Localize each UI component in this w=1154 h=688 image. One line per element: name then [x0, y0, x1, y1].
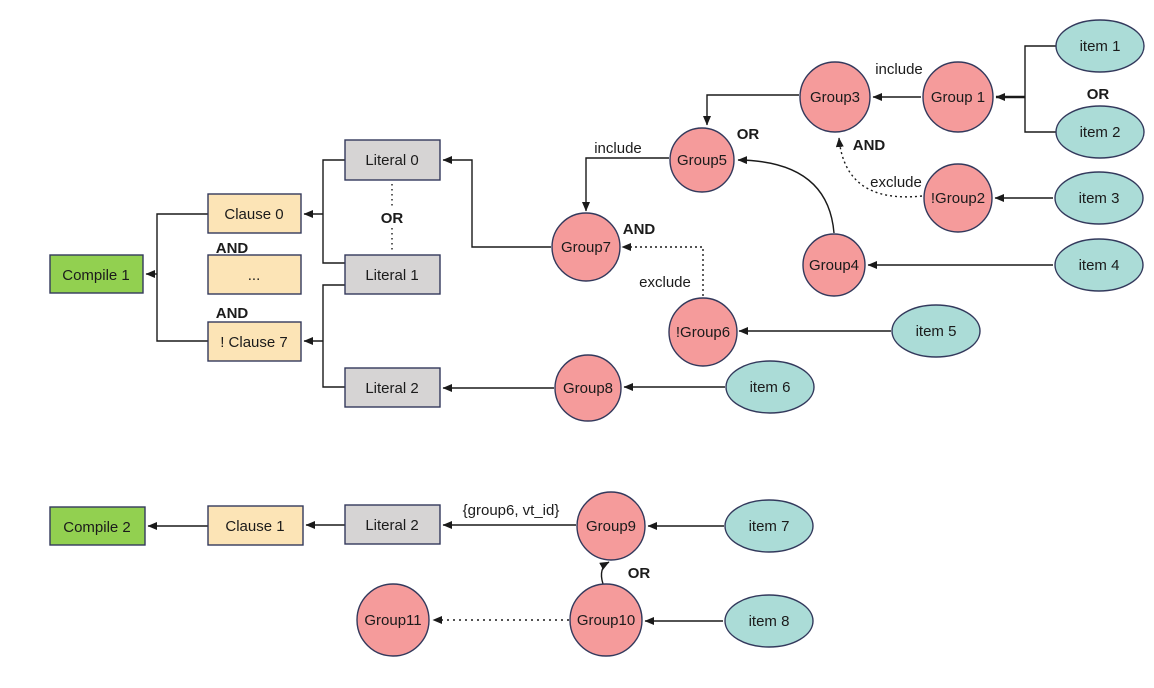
node-item8-label: item 8 — [749, 613, 790, 630]
exclude-group2-label: exclude — [870, 174, 922, 191]
node-item5: item 5 — [891, 304, 981, 358]
edge-literal12-bracket — [322, 284, 345, 388]
node-group5-label: Group5 — [677, 152, 727, 169]
node-clause0: Clause 0 — [207, 193, 302, 234]
and-clause-top-label: AND — [216, 240, 249, 257]
edge-group7-to-literal0 — [442, 156, 551, 248]
node-literal2-label: Literal 2 — [365, 380, 418, 397]
edge-group5-to-group7-include — [582, 157, 669, 212]
node-group2-negated-label: !Group2 — [931, 190, 985, 207]
edge-group10-to-group9-or — [599, 561, 610, 585]
node-item1-label: item 1 — [1080, 38, 1121, 55]
node-group10-label: Group10 — [577, 612, 635, 629]
node-group11: Group11 — [356, 583, 430, 657]
node-group9: Group9 — [576, 491, 646, 561]
node-group7-label: Group7 — [561, 239, 611, 256]
node-clause1-label: Clause 1 — [225, 518, 284, 535]
edge-clause-bracket — [156, 213, 208, 342]
edge-literal01-bracket — [322, 159, 345, 264]
node-clause7: ! Clause 7 — [207, 321, 302, 362]
node-item4-label: item 4 — [1079, 257, 1120, 274]
node-literal1: Literal 1 — [344, 254, 441, 295]
node-group5: Group5 — [669, 127, 735, 193]
node-item3: item 3 — [1054, 171, 1144, 225]
node-compile1: Compile 1 — [49, 254, 144, 294]
node-group8: Group8 — [554, 354, 622, 422]
node-compile2-label: Compile 2 — [63, 519, 131, 536]
edge-group4-to-group5 — [737, 156, 835, 234]
node-group8-label: Group8 — [563, 380, 613, 397]
group6-vtid-label: {group6, vt_id} — [463, 502, 560, 519]
node-item4: item 4 — [1054, 238, 1144, 292]
node-group4-label: Group4 — [809, 257, 859, 274]
node-group7: Group7 — [551, 212, 621, 282]
node-item3-label: item 3 — [1079, 190, 1120, 207]
node-literal2b: Literal 2 — [344, 504, 441, 545]
node-compile1-label: Compile 1 — [62, 267, 130, 284]
node-compile2: Compile 2 — [49, 506, 146, 546]
or-group5-label: OR — [737, 126, 760, 143]
node-group2-negated: !Group2 — [923, 163, 993, 233]
edge-group6n-to-group7-exclude — [621, 243, 704, 296]
node-literal1-label: Literal 1 — [365, 267, 418, 284]
node-item7: item 7 — [724, 499, 814, 553]
or-items-label: OR — [1087, 86, 1110, 103]
and-clause-bottom-label: AND — [216, 305, 249, 322]
node-item2: item 2 — [1055, 105, 1145, 159]
node-group10: Group10 — [569, 583, 643, 657]
node-item6: item 6 — [725, 360, 815, 414]
node-group1-label: Group 1 — [931, 89, 985, 106]
include-group5-label: include — [594, 140, 642, 157]
node-group3: Group3 — [799, 61, 871, 133]
node-item5-label: item 5 — [916, 323, 957, 340]
node-group4: Group4 — [802, 233, 866, 297]
node-clause-ellipsis: ... — [207, 254, 302, 295]
edge-labels: OR include AND exclude OR include AND ex… — [216, 61, 1110, 582]
node-item8: item 8 — [724, 594, 814, 648]
and-group3-label: AND — [853, 137, 886, 154]
node-group11-label: Group11 — [364, 612, 421, 629]
node-literal2b-label: Literal 2 — [365, 517, 418, 534]
node-literal2: Literal 2 — [344, 367, 441, 408]
or-literals-label: OR — [381, 210, 404, 227]
node-item6-label: item 6 — [750, 379, 791, 396]
edge-group3-to-group5 — [703, 94, 799, 126]
and-group7-label: AND — [623, 221, 656, 238]
node-group1: Group 1 — [922, 61, 994, 133]
node-clause1: Clause 1 — [207, 505, 304, 546]
edge-item1-item2-bracket — [1024, 45, 1056, 133]
edges — [145, 45, 1056, 625]
node-group9-label: Group9 — [586, 518, 636, 535]
node-clause-ellipsis-label: ... — [248, 267, 261, 284]
node-clause0-label: Clause 0 — [224, 206, 283, 223]
node-literal0-label: Literal 0 — [365, 152, 418, 169]
node-item1: item 1 — [1055, 19, 1145, 73]
node-group6-negated: !Group6 — [668, 297, 738, 367]
node-group3-label: Group3 — [810, 89, 860, 106]
node-literal0: Literal 0 — [344, 139, 441, 181]
node-group6-negated-label: !Group6 — [676, 324, 730, 341]
edge-group2n-to-group3-exclude — [835, 137, 923, 198]
include-group1-label: include — [875, 61, 923, 78]
exclude-group6-label: exclude — [639, 274, 691, 291]
node-item7-label: item 7 — [749, 518, 790, 535]
node-item2-label: item 2 — [1080, 124, 1121, 141]
node-clause7-label: ! Clause 7 — [220, 334, 288, 351]
or-group10-label: OR — [628, 565, 651, 582]
